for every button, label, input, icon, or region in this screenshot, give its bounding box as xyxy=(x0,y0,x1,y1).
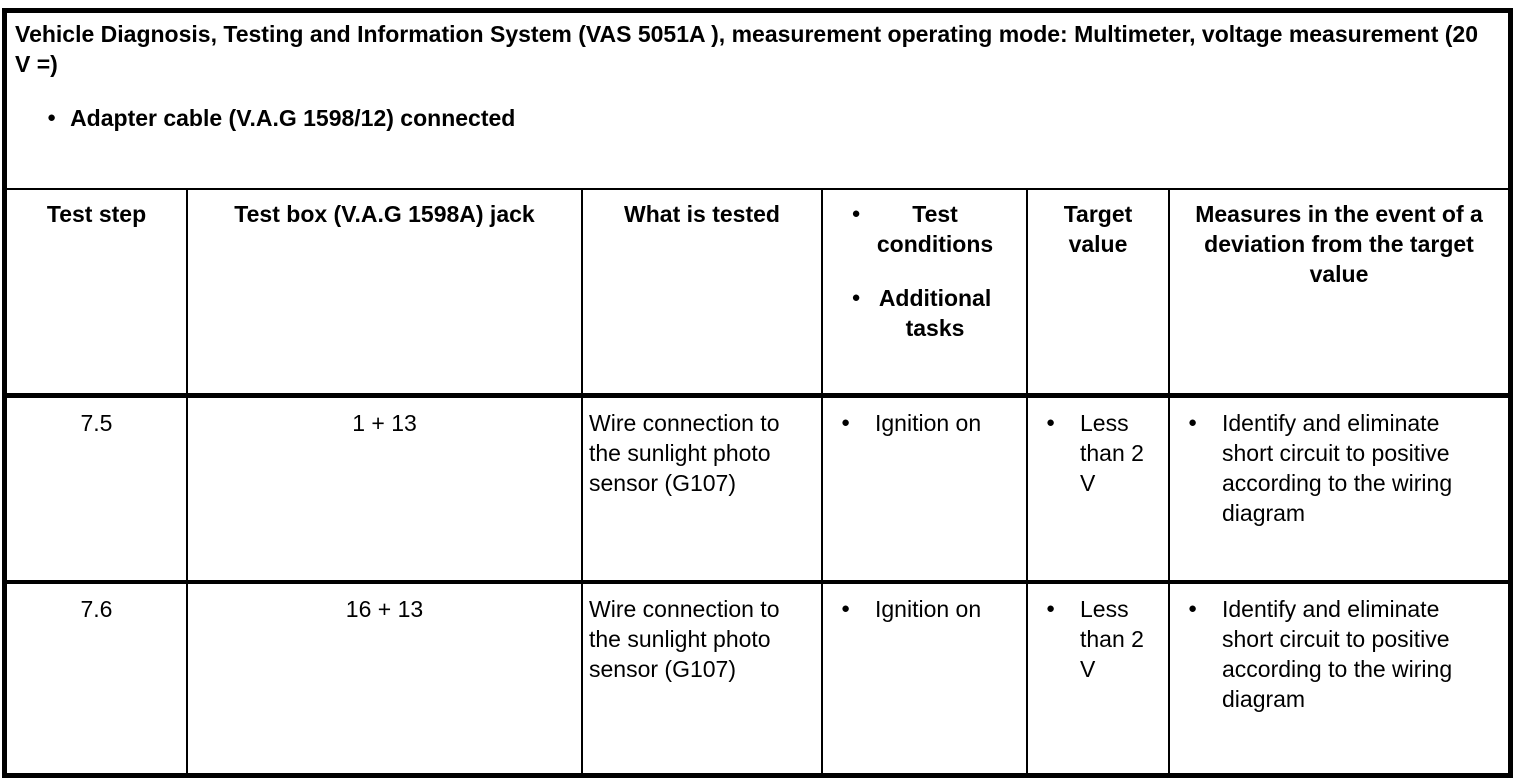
header-condition-label: Additional tasks xyxy=(878,285,992,341)
cell-test-step: 7.5 xyxy=(7,398,188,580)
cell-test-box: 16 + 13 xyxy=(188,584,583,773)
bullet-icon: ● xyxy=(1188,600,1198,617)
measure-label: Identify and eliminate short circuit to … xyxy=(1222,410,1453,526)
intro-section: Vehicle Diagnosis, Testing and Informati… xyxy=(7,13,1508,190)
cell-target-value: ● Less than 2 V xyxy=(1028,398,1170,580)
col-header-target-value: Target value xyxy=(1028,190,1170,393)
what-tested-text: Wire connection to the sunlight photo se… xyxy=(589,410,780,496)
condition-label: Ignition on xyxy=(875,596,982,622)
col-header-test-step: Test step xyxy=(7,190,188,393)
cell-measures: ● Identify and eliminate short circuit t… xyxy=(1170,398,1508,580)
cell-target-value: ● Less than 2 V xyxy=(1028,584,1170,773)
target-value-label: Less than 2 V xyxy=(1080,596,1144,682)
cell-test-step: 7.6 xyxy=(7,584,188,773)
manual-page: Vehicle Diagnosis, Testing and Informati… xyxy=(2,8,1513,778)
col-header-conditions: ● Test conditions ● Additional tasks xyxy=(823,190,1028,393)
condition-item: ● Ignition on xyxy=(823,408,1026,438)
bullet-icon: ● xyxy=(47,109,57,126)
measure-label: Identify and eliminate short circuit to … xyxy=(1222,596,1453,712)
bullet-icon: ● xyxy=(1188,414,1198,431)
page-title: Vehicle Diagnosis, Testing and Informati… xyxy=(15,21,1479,77)
condition-label: Ignition on xyxy=(875,410,982,436)
table-row: 7.6 16 + 13 Wire connection to the sunli… xyxy=(7,584,1508,773)
intro-bullet-item: ● Adapter cable (V.A.G 1598/12) connecte… xyxy=(15,103,1498,133)
bullet-icon: ● xyxy=(1046,414,1056,431)
test-step-table: Test step Test box (V.A.G 1598A) jack Wh… xyxy=(7,190,1508,773)
table-header-row: Test step Test box (V.A.G 1598A) jack Wh… xyxy=(7,190,1508,398)
intro-bullet-label: Adapter cable (V.A.G 1598/12) connected xyxy=(70,105,516,131)
target-value-label: Less than 2 V xyxy=(1080,410,1144,496)
bullet-icon: ● xyxy=(841,600,851,617)
bullet-icon: ● xyxy=(1046,600,1056,617)
cell-test-conditions: ● Ignition on xyxy=(823,584,1028,773)
cell-test-box: 1 + 13 xyxy=(188,398,583,580)
col-header-test-box: Test box (V.A.G 1598A) jack xyxy=(188,190,583,393)
table-row: 7.5 1 + 13 Wire connection to the sunlig… xyxy=(7,398,1508,584)
cell-test-conditions: ● Ignition on xyxy=(823,398,1028,580)
col-header-what-tested: What is tested xyxy=(583,190,823,393)
header-condition-item: ● Additional tasks xyxy=(823,283,1026,343)
target-value-item: ● Less than 2 V xyxy=(1028,408,1168,498)
cell-measures: ● Identify and eliminate short circuit t… xyxy=(1170,584,1508,773)
condition-item: ● Ignition on xyxy=(823,594,1026,624)
bullet-icon: ● xyxy=(841,414,851,431)
header-condition-item: ● Test conditions xyxy=(823,199,1026,259)
bullet-icon: ● xyxy=(851,289,861,306)
measure-item: ● Identify and eliminate short circuit t… xyxy=(1170,408,1508,528)
header-condition-label: Test conditions xyxy=(876,201,994,257)
col-header-measures: Measures in the event of a deviation fro… xyxy=(1195,201,1483,287)
cell-what-tested: Wire connection to the sunlight photo se… xyxy=(583,398,823,580)
target-value-item: ● Less than 2 V xyxy=(1028,594,1168,684)
cell-what-tested: Wire connection to the sunlight photo se… xyxy=(583,584,823,773)
what-tested-text: Wire connection to the sunlight photo se… xyxy=(589,596,780,682)
measure-item: ● Identify and eliminate short circuit t… xyxy=(1170,594,1508,714)
bullet-icon: ● xyxy=(851,205,861,222)
